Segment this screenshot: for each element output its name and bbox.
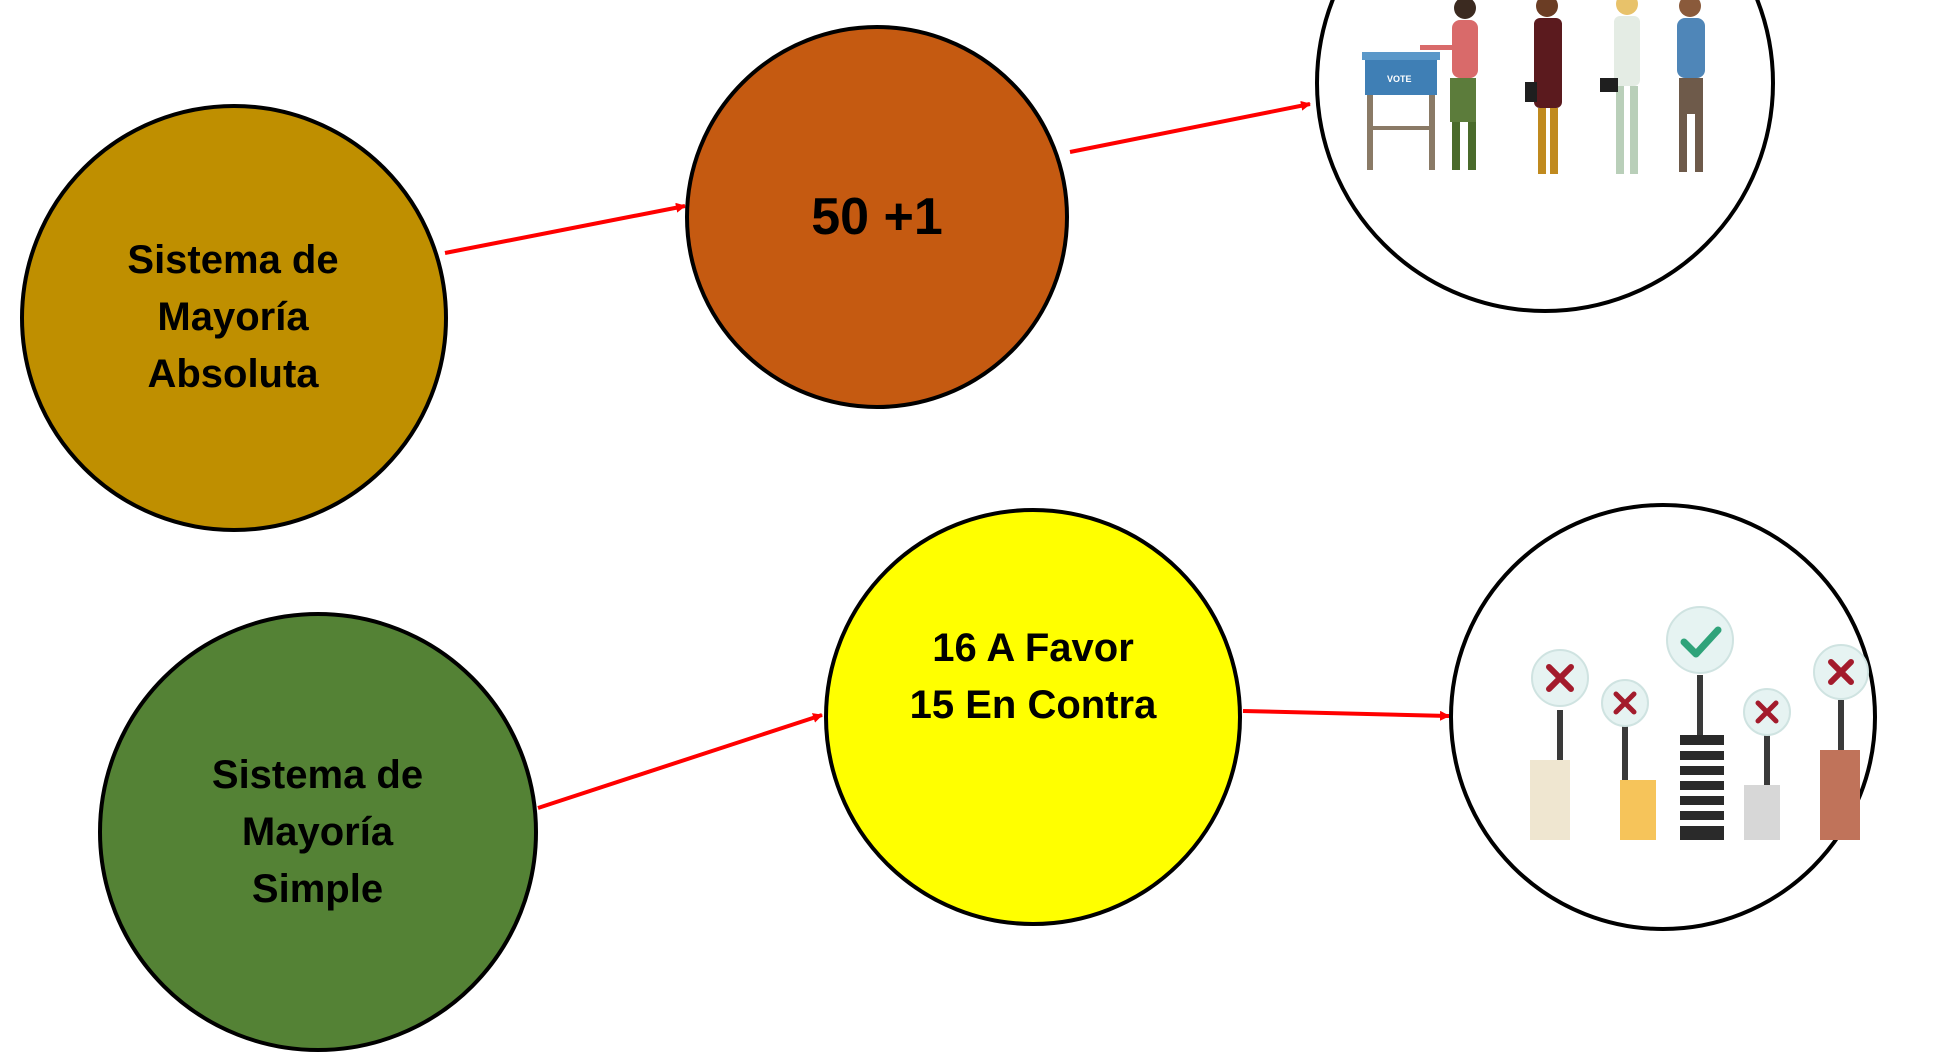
arrow-absoluta-to-cincuenta	[444, 202, 686, 255]
voting-queue-illustration-icon: VOTE	[1315, 0, 1775, 313]
node-mayoria-absoluta	[20, 104, 448, 532]
node-cincuenta-mas-uno	[685, 25, 1069, 409]
arrow-simple-to-favor	[537, 713, 823, 810]
svg-text:VOTE: VOTE	[1387, 74, 1412, 84]
node-mayoria-simple	[98, 612, 538, 1052]
arrow-cincuenta-to-voting	[1069, 100, 1311, 154]
approval-signs-illustration-icon	[1449, 503, 1877, 931]
node-dieciseis-a-favor	[824, 508, 1242, 926]
arrow-favor-to-signs	[1242, 709, 1450, 721]
